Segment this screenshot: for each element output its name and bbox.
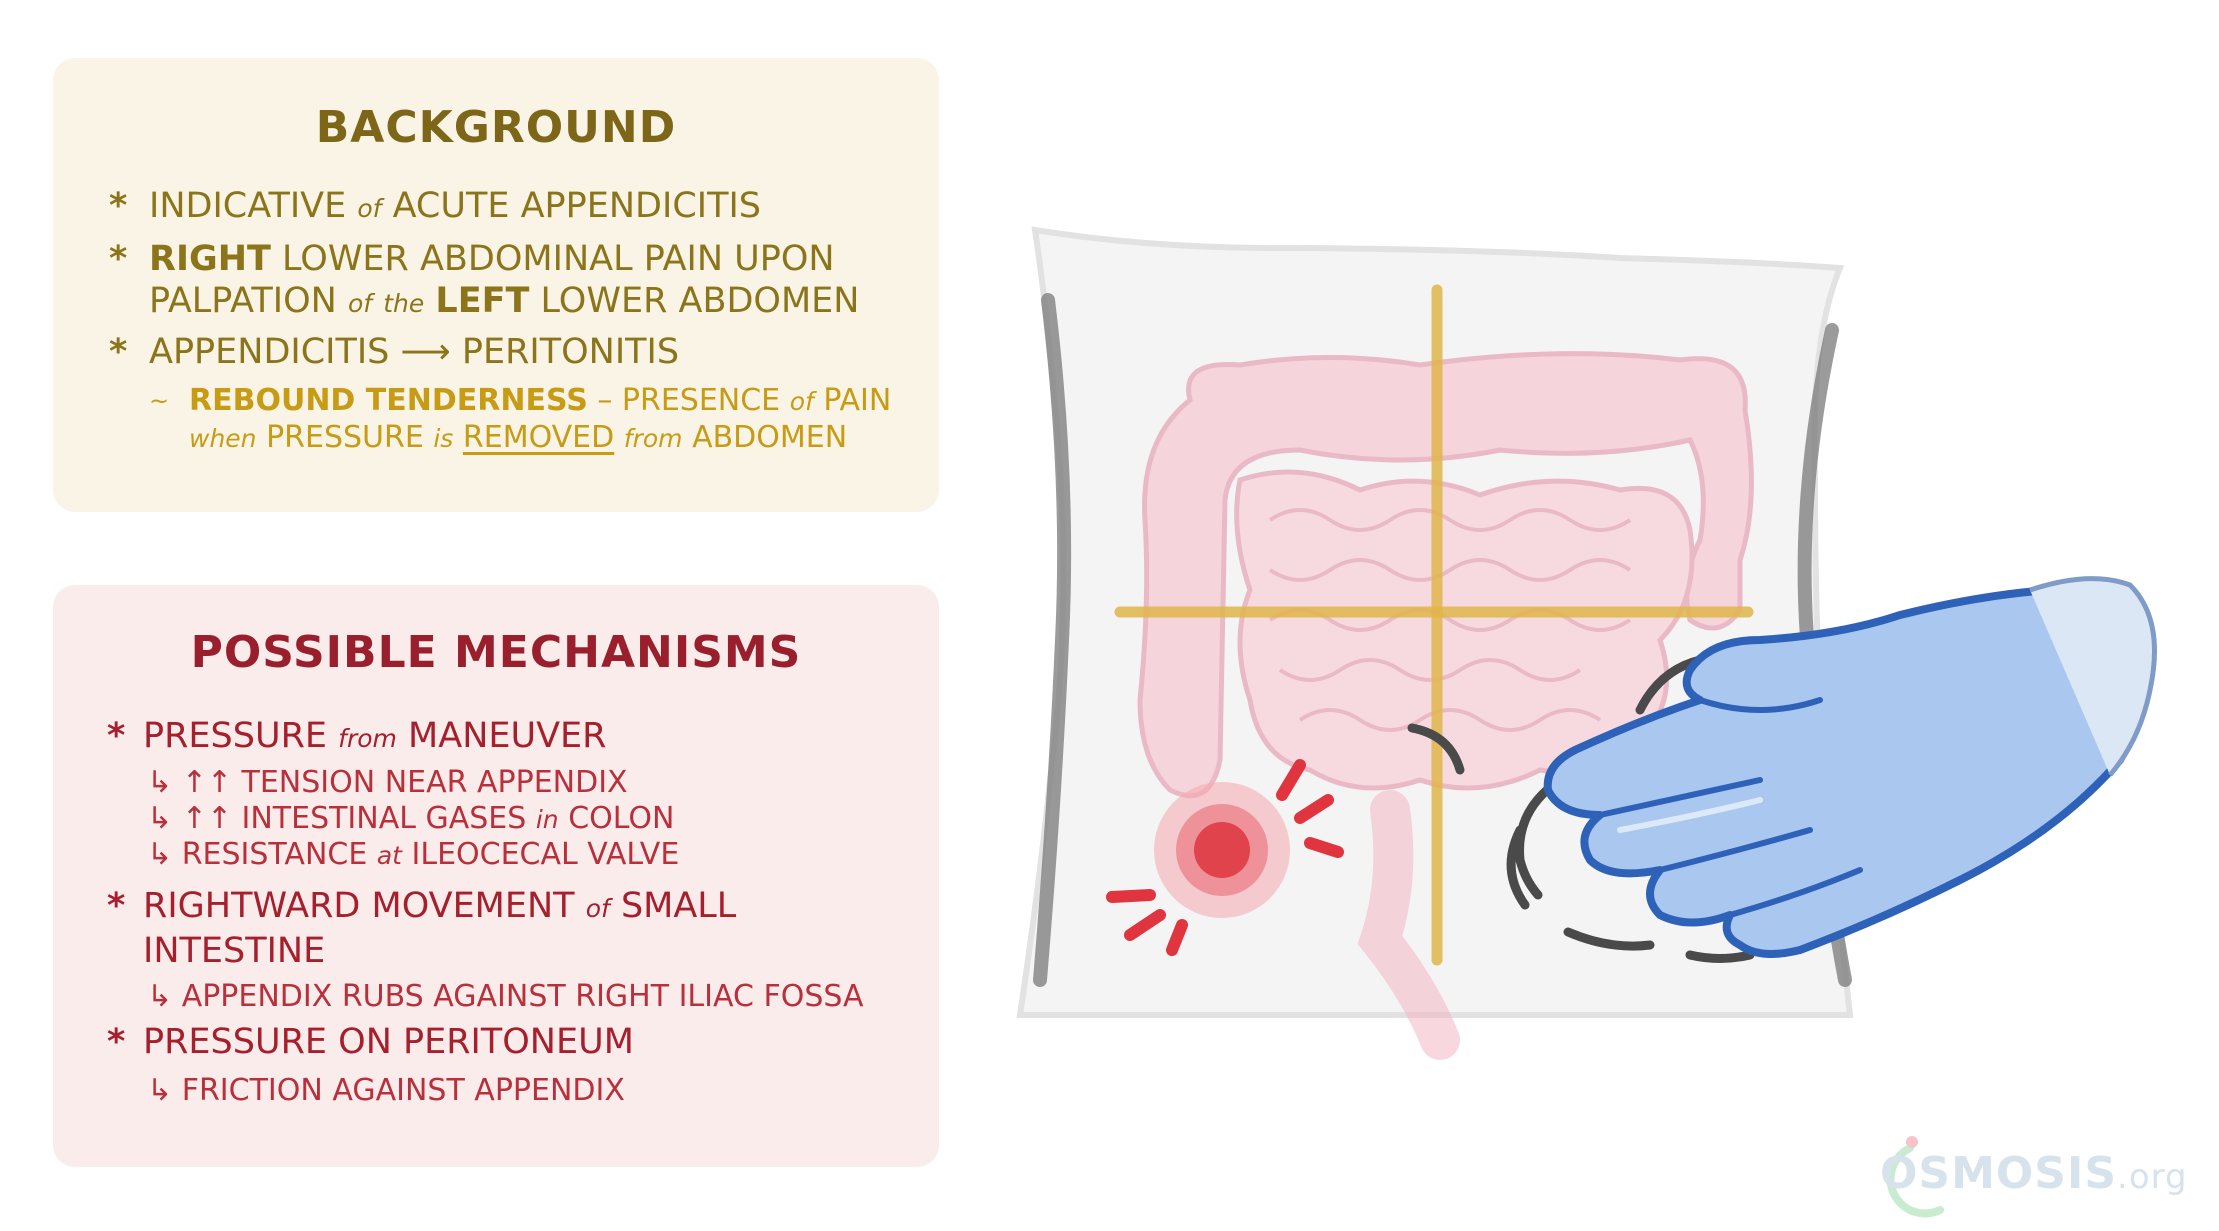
star-icon: * bbox=[107, 716, 126, 756]
osmosis-logo: OSMOSIS.org bbox=[1880, 1148, 2188, 1199]
star-icon: * bbox=[109, 239, 128, 279]
quadrant-lines bbox=[1114, 284, 1754, 966]
mechanism-bullet-2: * RIGHTWARD MOVEMENT of SMALL INTESTINE bbox=[107, 886, 737, 971]
background-bullet-2: * RIGHT LOWER ABDOMINAL PAIN UPON PALPAT… bbox=[109, 239, 860, 321]
star-icon: * bbox=[107, 1022, 126, 1062]
background-note: ~ REBOUND TENDERNESS – PRESENCE of PAIN … bbox=[149, 383, 892, 455]
return-arrow-icon: ↳ bbox=[147, 1073, 173, 1108]
gloved-hand-icon bbox=[1543, 576, 2157, 958]
mechanism-sub-5: ↳ FRICTION AGAINST APPENDIX bbox=[147, 1073, 625, 1108]
mechanism-sub-1: ↳ ↑↑ TENSION NEAR APPENDIX bbox=[147, 765, 628, 800]
mechanism-sub-3: ↳ RESISTANCE at ILEOCECAL VALVE bbox=[147, 837, 680, 872]
mechanisms-panel: POSSIBLE MECHANISMS * PRESSURE from MANE… bbox=[53, 585, 939, 1167]
return-arrow-icon: ↳ bbox=[147, 979, 173, 1014]
mechanism-sub-4: ↳ APPENDIX RUBS AGAINST RIGHT ILIAC FOSS… bbox=[147, 979, 864, 1014]
right-arrow-icon: ⟶ bbox=[400, 332, 451, 372]
background-title: BACKGROUND bbox=[315, 102, 677, 153]
background-bullet-1: * INDICATIVE of ACUTE APPENDICITIS bbox=[109, 186, 761, 226]
star-icon: * bbox=[109, 186, 128, 226]
star-icon: * bbox=[109, 332, 128, 372]
background-panel: BACKGROUND * INDICATIVE of ACUTE APPENDI… bbox=[53, 58, 939, 512]
return-arrow-icon: ↳ bbox=[147, 837, 173, 872]
osmosis-logo-icon bbox=[1886, 1136, 1944, 1218]
tilde-icon: ~ bbox=[149, 387, 170, 415]
background-bullet-3: * APPENDICITIS ⟶ PERITONITIS bbox=[109, 332, 680, 372]
return-arrow-icon: ↳ bbox=[147, 801, 173, 836]
return-arrow-icon: ↳ bbox=[147, 765, 173, 800]
intestines-icon bbox=[1137, 351, 1754, 1060]
pain-burst-icon bbox=[1106, 759, 1344, 956]
star-icon: * bbox=[107, 886, 126, 926]
mechanism-bullet-3: * PRESSURE ON PERITONEUM bbox=[107, 1022, 634, 1062]
mechanism-bullet-1: * PRESSURE from MANEUVER bbox=[107, 716, 607, 756]
mechanisms-title: POSSIBLE MECHANISMS bbox=[190, 627, 802, 678]
mechanism-sub-2: ↳ ↑↑ INTESTINAL GASES in COLON bbox=[147, 801, 675, 836]
